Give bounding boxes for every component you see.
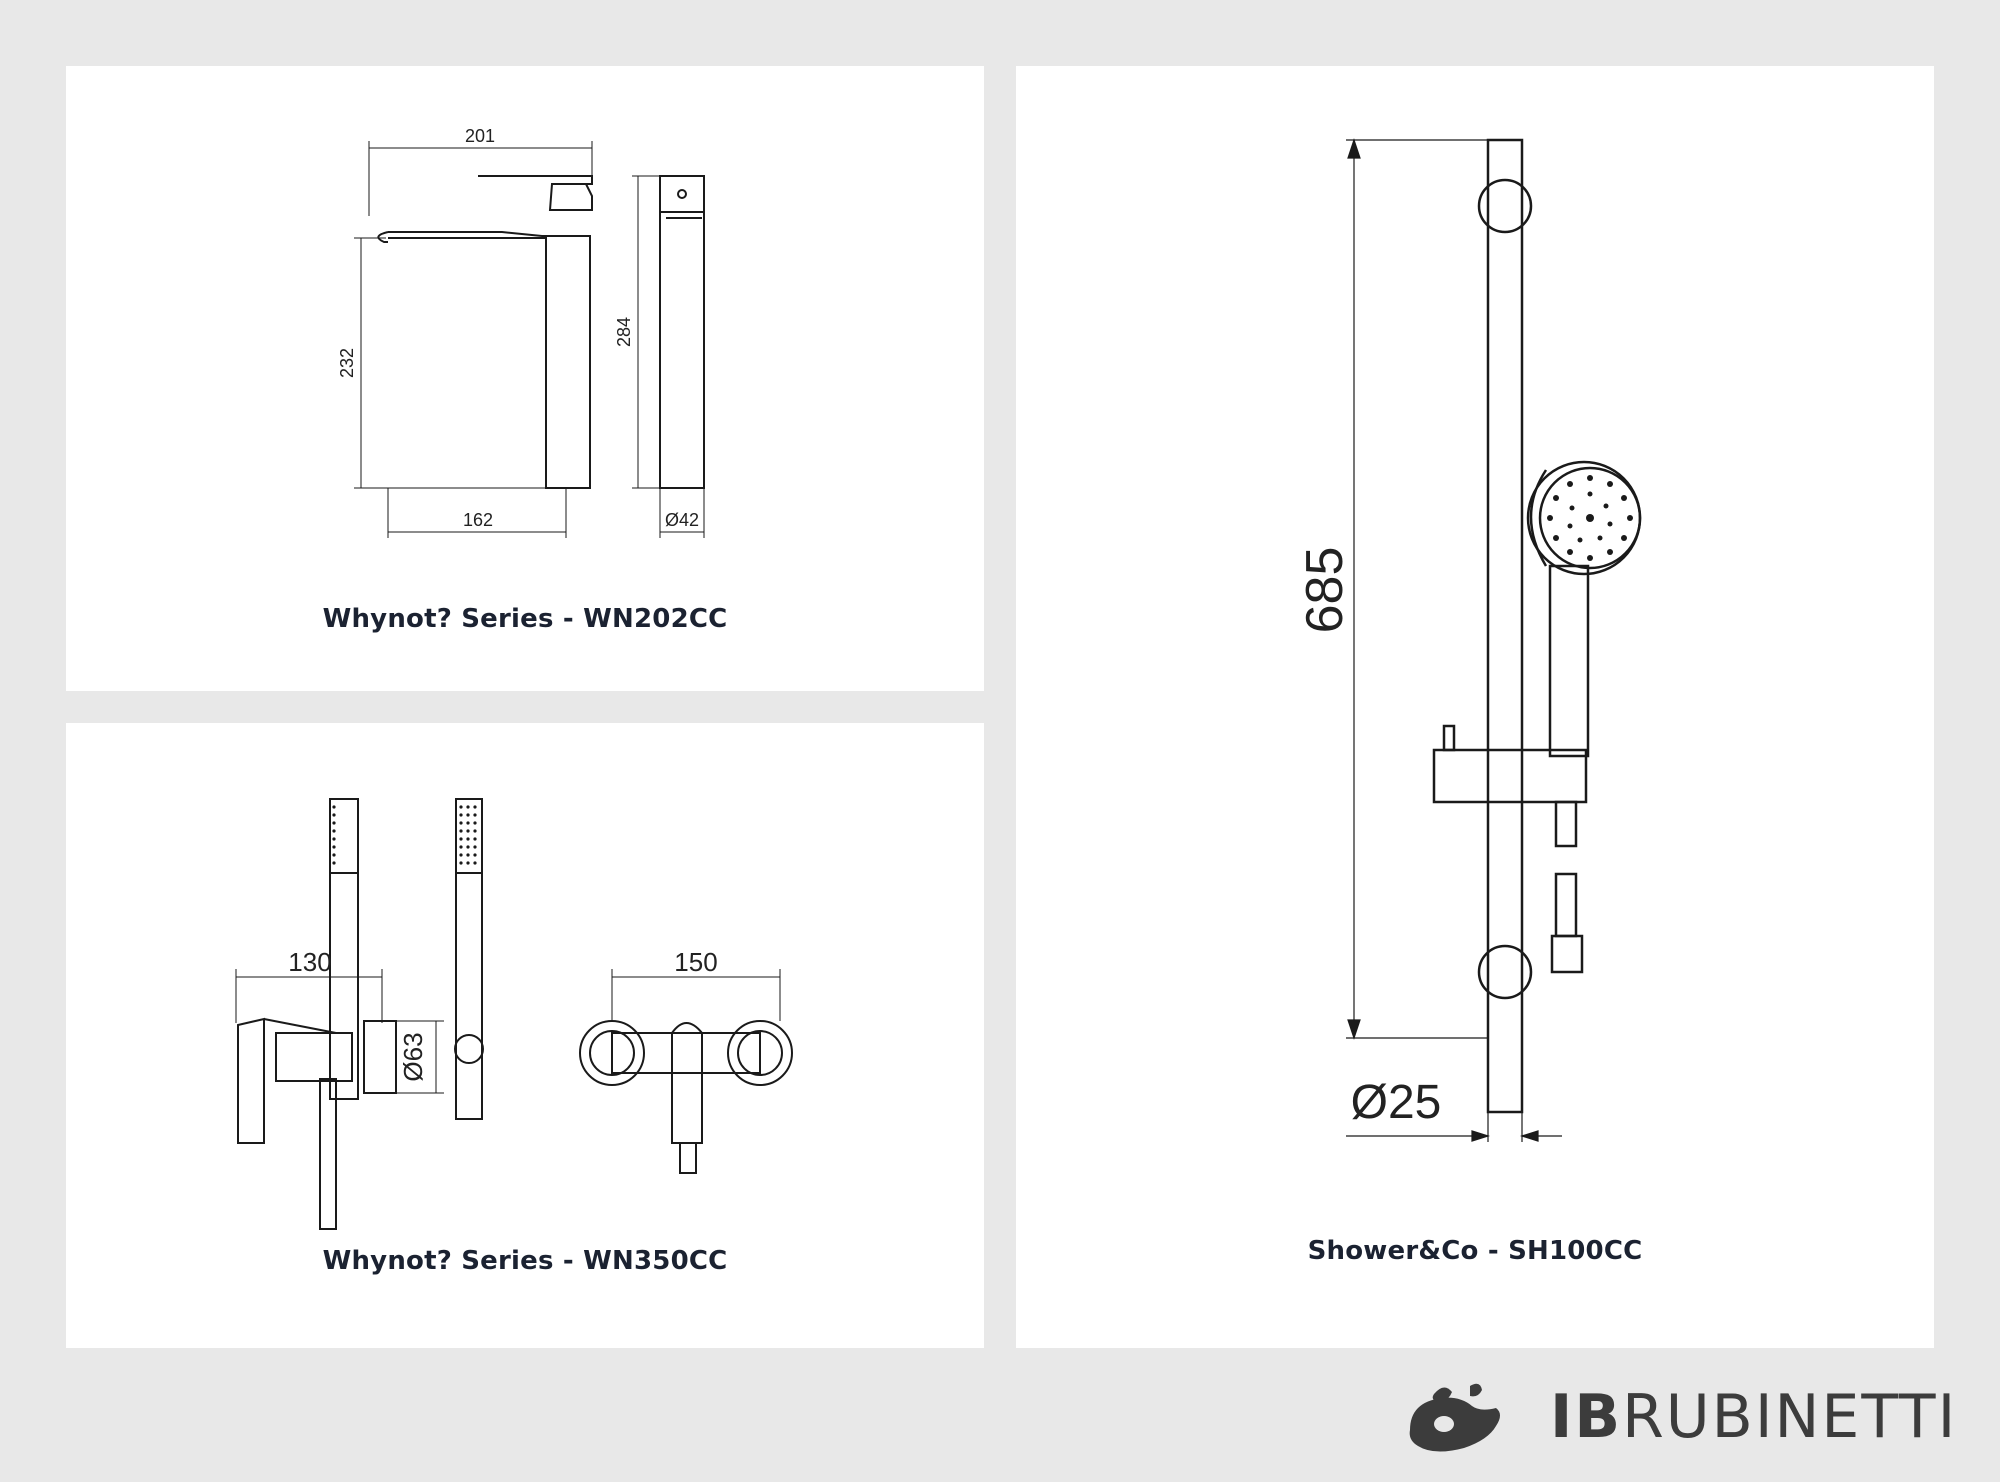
wn202cc-handle xyxy=(478,175,593,211)
dim-label-25: Ø25 xyxy=(1351,1076,1442,1129)
sh100cc-bottom-bracket xyxy=(1477,944,1533,1000)
sh100cc-nozzles xyxy=(1547,475,1633,561)
dim-label-284: 284 xyxy=(614,317,634,347)
palette-logo-icon xyxy=(1409,1383,1500,1452)
brand-part1: IB xyxy=(1550,1382,1623,1452)
wn350cc-hand-shower-side xyxy=(455,798,483,1120)
sh100cc-shower-head xyxy=(1526,460,1642,576)
wn350cc-technical-drawing: 130 Ø63 150 xyxy=(235,798,793,1230)
dim-label-63: Ø63 xyxy=(398,1032,428,1081)
product-card-sh100cc: 685 Ø25 Shower&Co - SH100CC xyxy=(1016,66,1934,1348)
sh100cc-handle xyxy=(1548,564,1590,758)
brand-logo-area: IBRUBINETTI xyxy=(1400,1378,1955,1458)
caption-wn350cc: Whynot? Series - WN350CC xyxy=(322,1246,728,1276)
wn350cc-center-spout xyxy=(671,1022,703,1144)
brand-wordmark: IBRUBINETTI xyxy=(1550,1382,1957,1452)
caption-wn202cc: Whynot? Series - WN202CC xyxy=(322,604,728,634)
sh100cc-technical-drawing: 685 Ø25 xyxy=(1296,138,1642,1142)
dim-label-162: 162 xyxy=(463,510,493,530)
wn350cc-right-flange xyxy=(727,1020,793,1086)
product-card-wn202cc: 201 232 284 162 Ø42 Whynot? Series - WN2… xyxy=(66,66,984,691)
wn350cc-mixer-body xyxy=(237,1017,265,1144)
dim-label-42: Ø42 xyxy=(665,510,699,530)
dim-label-685: 685 xyxy=(1296,547,1354,634)
brand-part2: RUBINETTI xyxy=(1622,1382,1958,1452)
sh100cc-top-bracket xyxy=(1477,178,1533,234)
sh100cc-rail xyxy=(1486,138,1524,1114)
wn202cc-spout xyxy=(377,231,389,243)
product-card-wn350cc: 130 Ø63 150 Whynot? Series - WN350CC xyxy=(66,723,984,1348)
wn202cc-technical-drawing: 201 232 284 162 Ø42 xyxy=(337,126,705,538)
sh100cc-slider xyxy=(1432,748,1588,804)
dim-label-232: 232 xyxy=(337,348,357,378)
wn202cc-body-outline xyxy=(388,231,591,489)
dim-label-130: 130 xyxy=(288,947,331,977)
dim-label-150: 150 xyxy=(674,947,717,977)
caption-sh100cc: Shower&Co - SH100CC xyxy=(1307,1236,1643,1266)
wn202cc-side-view xyxy=(659,175,705,489)
dim-label-201: 201 xyxy=(465,126,495,146)
wn350cc-hand-shower xyxy=(329,798,359,1100)
